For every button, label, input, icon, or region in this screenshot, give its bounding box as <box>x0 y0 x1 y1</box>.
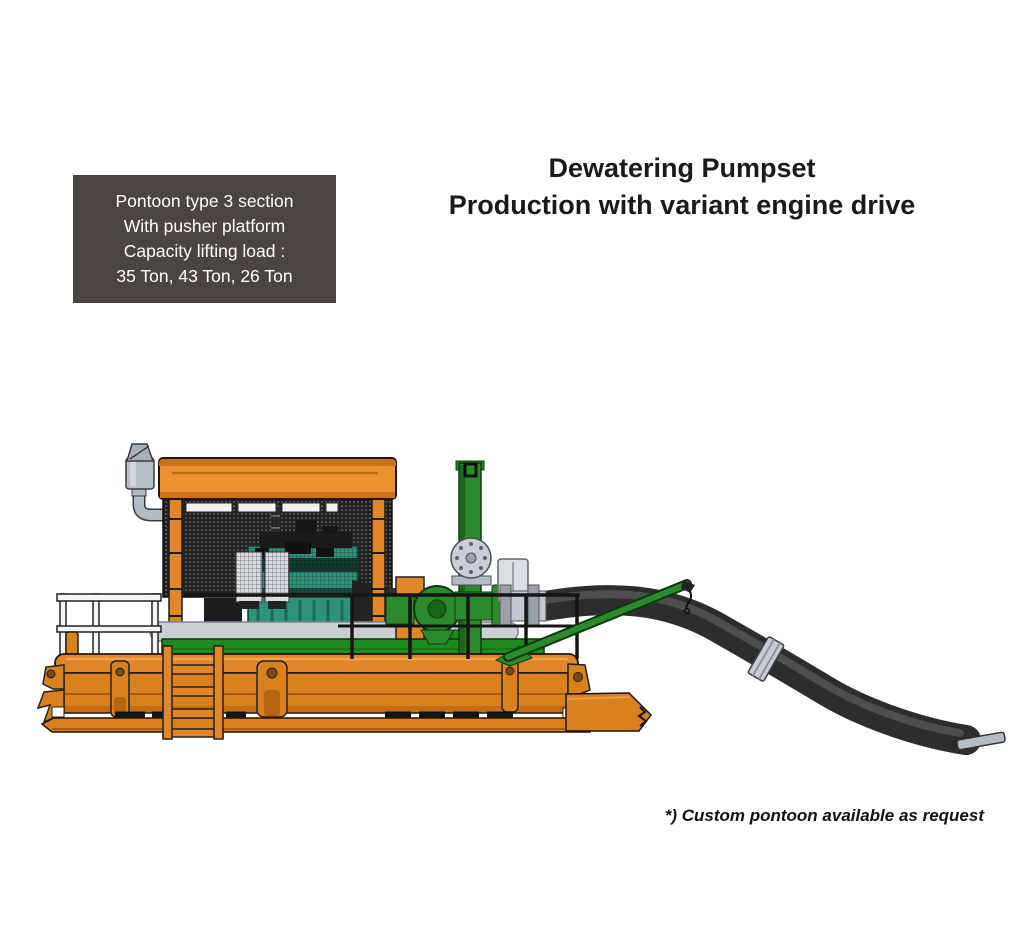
mast-flange <box>450 537 492 586</box>
page-title: Dewatering Pumpset Production with varia… <box>380 150 984 224</box>
discharge-valve <box>497 558 547 628</box>
page-title-line-2: Production with variant engine drive <box>448 190 916 220</box>
info-box-line-2: With pusher platform <box>123 216 286 236</box>
info-box-line-3: Capacity lifting load : <box>123 241 286 261</box>
pusher-platform <box>565 692 652 732</box>
pontoon-deck <box>54 653 579 674</box>
handrail-left <box>56 593 162 660</box>
info-box-line-1: Pontoon type 3 section <box>115 191 294 211</box>
pontoon-hull <box>63 672 569 714</box>
hook-icon <box>683 607 691 615</box>
info-box-line-4: 35 Ton, 43 Ton, 26 Ton <box>116 266 293 286</box>
boarding-ladder <box>162 645 224 740</box>
handrail-deck <box>185 593 580 659</box>
break-mark-icon <box>637 706 648 727</box>
davit-boom <box>494 579 695 667</box>
canopy-roof <box>158 457 397 500</box>
canopy-louvers <box>185 502 339 513</box>
hose-coupling <box>747 636 785 682</box>
mast-shackle-icon <box>463 462 478 478</box>
page-title-line-1: Dewatering Pumpset <box>548 153 816 183</box>
mesh-overlay <box>163 499 392 597</box>
hook-cable-icon <box>685 588 692 610</box>
hose-end-flange <box>956 731 1006 751</box>
info-box: Pontoon type 3 section With pusher platf… <box>73 175 336 303</box>
exhaust-muffler-icon <box>125 443 173 522</box>
footnote: *) Custom pontoon available as request <box>664 806 984 825</box>
bottom-skid <box>40 717 591 733</box>
